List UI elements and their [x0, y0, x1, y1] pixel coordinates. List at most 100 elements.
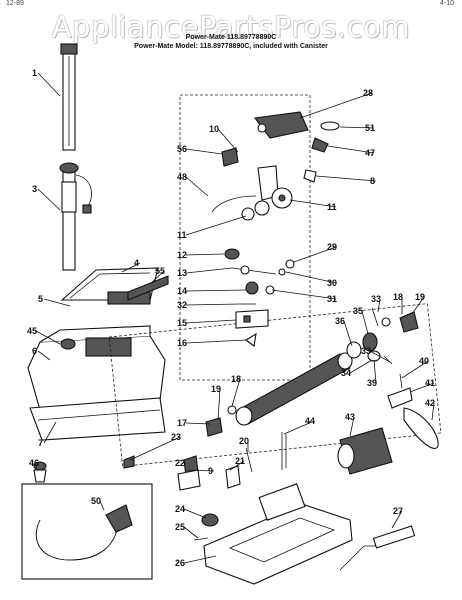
- part-end-cap-19-18: [381, 311, 419, 333]
- leader-line-32: [185, 303, 241, 306]
- leader-line-9: [187, 469, 215, 472]
- part-bearing-35-34: [362, 332, 381, 362]
- part-switch-12: [224, 248, 240, 260]
- callout-45: 45: [27, 326, 37, 336]
- leader-line-33: [369, 350, 391, 363]
- part-hose-kit: [21, 483, 153, 580]
- leader-line-10: [217, 128, 239, 153]
- part-wire-44: [281, 432, 287, 470]
- leader-line-41: [409, 382, 435, 393]
- leader-line-31: [271, 289, 337, 300]
- part-wire-48: [211, 195, 257, 213]
- leader-line-30: [285, 271, 337, 284]
- callout-15: 15: [177, 318, 187, 328]
- callout-24: 24: [175, 504, 185, 514]
- part-bracket-15: [235, 309, 269, 329]
- leader-line-15: [185, 319, 237, 324]
- leader-line-25: [183, 526, 199, 539]
- callout-30: 30: [327, 278, 337, 288]
- leader-line-8: [315, 175, 377, 182]
- leader-line-33: [377, 298, 381, 313]
- callout-47: 47: [365, 148, 375, 158]
- leader-line-5: [43, 298, 71, 307]
- callout-19: 19: [415, 292, 425, 302]
- leader-line-47: [327, 145, 375, 154]
- callout-39: 39: [367, 378, 377, 388]
- leader-line-50: [99, 500, 105, 511]
- callout-11: 11: [177, 230, 187, 240]
- leader-line-22: [183, 462, 187, 465]
- callout-23: 23: [171, 432, 181, 442]
- callout-22: 22: [175, 458, 185, 468]
- leader-line-19: [217, 388, 221, 421]
- leader-line-42: [431, 402, 435, 421]
- callout-7: 7: [38, 438, 43, 448]
- leader-line-51: [339, 126, 375, 129]
- part-gear-14: [245, 281, 259, 295]
- leader-line-24: [183, 508, 207, 519]
- callout-44: 44: [305, 416, 315, 426]
- part-screw-33: [371, 307, 393, 365]
- callout-33: 33: [361, 346, 371, 356]
- callout-50: 50: [91, 496, 101, 506]
- leader-line-14: [185, 289, 247, 292]
- callout-43: 43: [345, 412, 355, 422]
- leader-line-36: [343, 320, 353, 347]
- part-clamp-56: [221, 147, 239, 167]
- callout-55: 55: [155, 266, 165, 276]
- model-title: Power-Mate 118.89778890C: [185, 34, 277, 41]
- watermark-text: AppliancePartsPros.com: [51, 10, 411, 44]
- callout-4: 4: [134, 258, 139, 268]
- callout-3: 3: [32, 184, 37, 194]
- part-switch-47: [311, 137, 329, 153]
- part-bracket-41: [387, 387, 413, 409]
- leader-line-39: [373, 359, 377, 384]
- callout-27: 27: [393, 506, 403, 516]
- detail-box-upper: [179, 94, 311, 381]
- part-belt-42: [403, 407, 439, 449]
- leader-line-48: [185, 176, 209, 197]
- callout-16: 16: [177, 338, 187, 348]
- leader-line-26: [183, 555, 217, 564]
- leader-line-43: [349, 416, 355, 437]
- part-cord-end-51: [320, 121, 340, 131]
- callout-13: 13: [177, 268, 187, 278]
- part-screw-40: [399, 373, 403, 389]
- leader-line-35: [361, 310, 369, 335]
- callout-48: 48: [177, 172, 187, 182]
- leader-line-19: [411, 296, 425, 315]
- leader-line-29: [293, 246, 337, 263]
- callout-28: 28: [363, 88, 373, 98]
- callout-10: 10: [209, 124, 219, 134]
- callout-33: 33: [371, 294, 381, 304]
- callout-19: 19: [211, 384, 221, 394]
- leader-line-6: [37, 350, 51, 361]
- leader-line-13: [185, 267, 233, 274]
- part-pulley-11: [241, 187, 293, 221]
- part-lever-13: [231, 265, 277, 275]
- callout-34: 34: [341, 368, 351, 378]
- leader-line-11: [289, 199, 337, 208]
- leader-line-27: [391, 510, 403, 529]
- callout-29: 29: [327, 242, 337, 252]
- leader-line-16: [185, 339, 247, 344]
- callout-51: 51: [365, 123, 375, 133]
- leader-line-23: [129, 436, 181, 461]
- leader-line-55: [149, 270, 165, 285]
- callout-8: 8: [370, 176, 375, 186]
- callout-14: 14: [177, 286, 187, 296]
- corner-left-text: 12-89: [6, 0, 24, 7]
- part-left-end-19-18: [205, 405, 237, 437]
- model-subtitle: Power-Mate Model: 118.89778890C, include…: [134, 43, 328, 50]
- callout-5: 5: [38, 294, 43, 304]
- corner-right-text: 4-10: [439, 0, 454, 7]
- part-switch-9-22: [177, 455, 201, 491]
- part-baseplate-26: [203, 483, 353, 585]
- leader-line-7: [43, 421, 57, 444]
- callout-56: 56: [177, 144, 187, 154]
- part-bearing-39: [346, 341, 362, 359]
